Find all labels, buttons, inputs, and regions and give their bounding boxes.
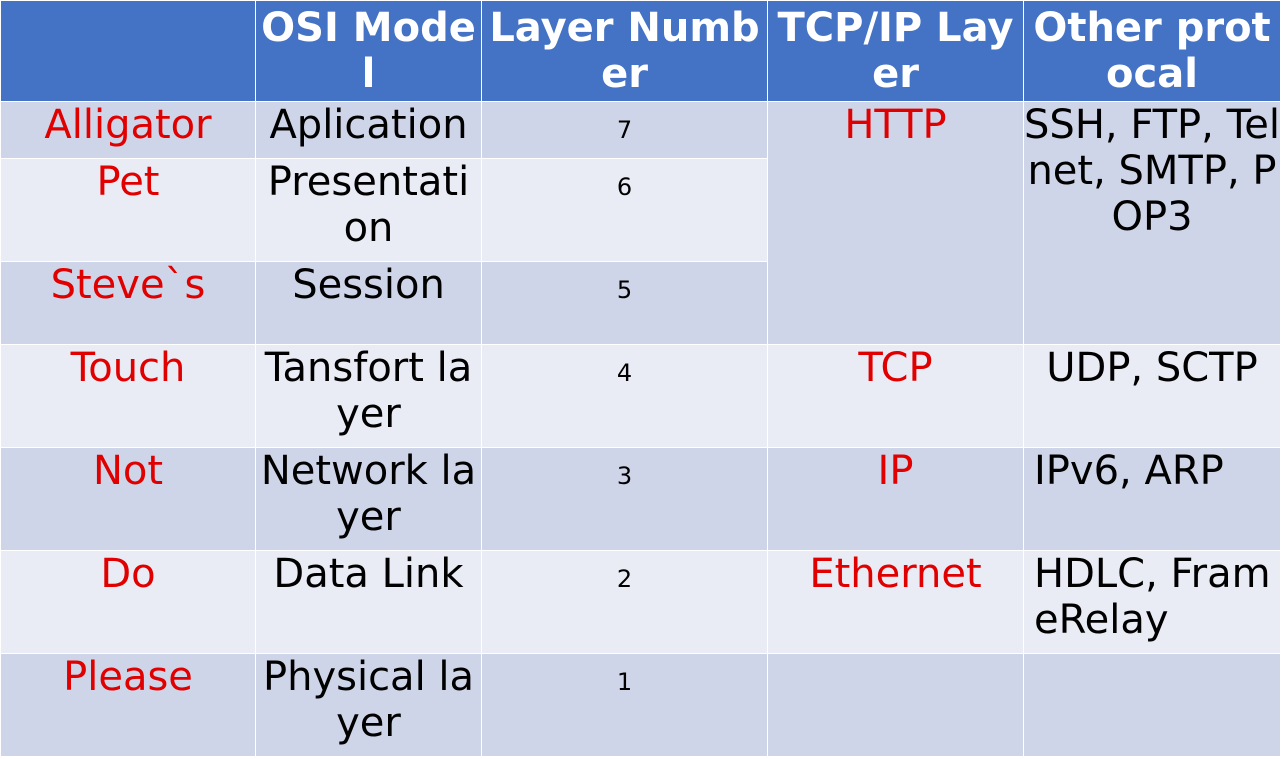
layer-number-cell: 2	[481, 550, 768, 654]
tcpip-layer-cell: HTTP	[767, 101, 1024, 345]
mnemonic-cell: Steve`s	[0, 261, 256, 345]
layer-number-cell: 1	[481, 653, 768, 757]
osi-layer-cell: Session	[255, 261, 482, 345]
table-row: Not Network layer 3 IP IPv6, ARP	[0, 447, 1281, 551]
mnemonic-cell: Alligator	[0, 101, 256, 159]
header-layer-number: Layer Number	[481, 0, 768, 102]
table-row: Do Data Link 2 Ethernet HDLC, FrameRelay	[0, 550, 1281, 654]
mnemonic-cell: Not	[0, 447, 256, 551]
mnemonic-cell: Pet	[0, 158, 256, 262]
layer-number-cell: 7	[481, 101, 768, 159]
table-row: Touch Tansfort layer 4 TCP UDP, SCTP	[0, 344, 1281, 448]
tcpip-layer-cell: IP	[767, 447, 1024, 551]
tcpip-layer-cell: TCP	[767, 344, 1024, 448]
layer-number-cell: 4	[481, 344, 768, 448]
other-protocol-cell: IPv6, ARP	[1023, 447, 1281, 551]
layer-number-cell: 3	[481, 447, 768, 551]
header-osi-model: OSI Model	[255, 0, 482, 102]
osi-layer-cell: Data Link	[255, 550, 482, 654]
header-other-protocol: Other protocal	[1023, 0, 1281, 102]
header-mnemonic	[0, 0, 256, 102]
osi-layer-cell: Aplication	[255, 101, 482, 159]
table-row: Steve`s Session 5	[0, 261, 1281, 345]
table-row: Alligator Aplication 7 HTTP SSH, FTP, Te…	[0, 101, 1281, 345]
tcpip-layer-cell: Ethernet	[767, 550, 1024, 654]
layer-number-cell: 5	[481, 261, 768, 345]
mnemonic-cell: Please	[0, 653, 256, 757]
mnemonic-cell: Touch	[0, 344, 256, 448]
osi-layer-cell: Presentation	[255, 158, 482, 262]
header-row: OSI Model Layer Number TCP/IP Layer Othe…	[0, 0, 1281, 102]
other-protocol-cell: HDLC, FrameRelay	[1023, 550, 1281, 654]
osi-layer-cell: Tansfort layer	[255, 344, 482, 448]
mnemonic-cell: Do	[0, 550, 256, 654]
other-protocol-cell: SSH, FTP, Telnet, SMTP, POP3	[1023, 101, 1281, 345]
osi-layer-cell: Network layer	[255, 447, 482, 551]
table-row: Please Physical layer 1	[0, 653, 1281, 757]
other-protocol-cell	[1023, 653, 1281, 757]
table-row: Pet Presentation 6	[0, 158, 1281, 262]
other-protocol-cell: UDP, SCTP	[1023, 344, 1281, 448]
layer-number-cell: 6	[481, 158, 768, 262]
header-tcpip-layer: TCP/IP Layer	[767, 0, 1024, 102]
tcpip-layer-cell	[767, 653, 1024, 757]
osi-layer-cell: Physical layer	[255, 653, 482, 757]
